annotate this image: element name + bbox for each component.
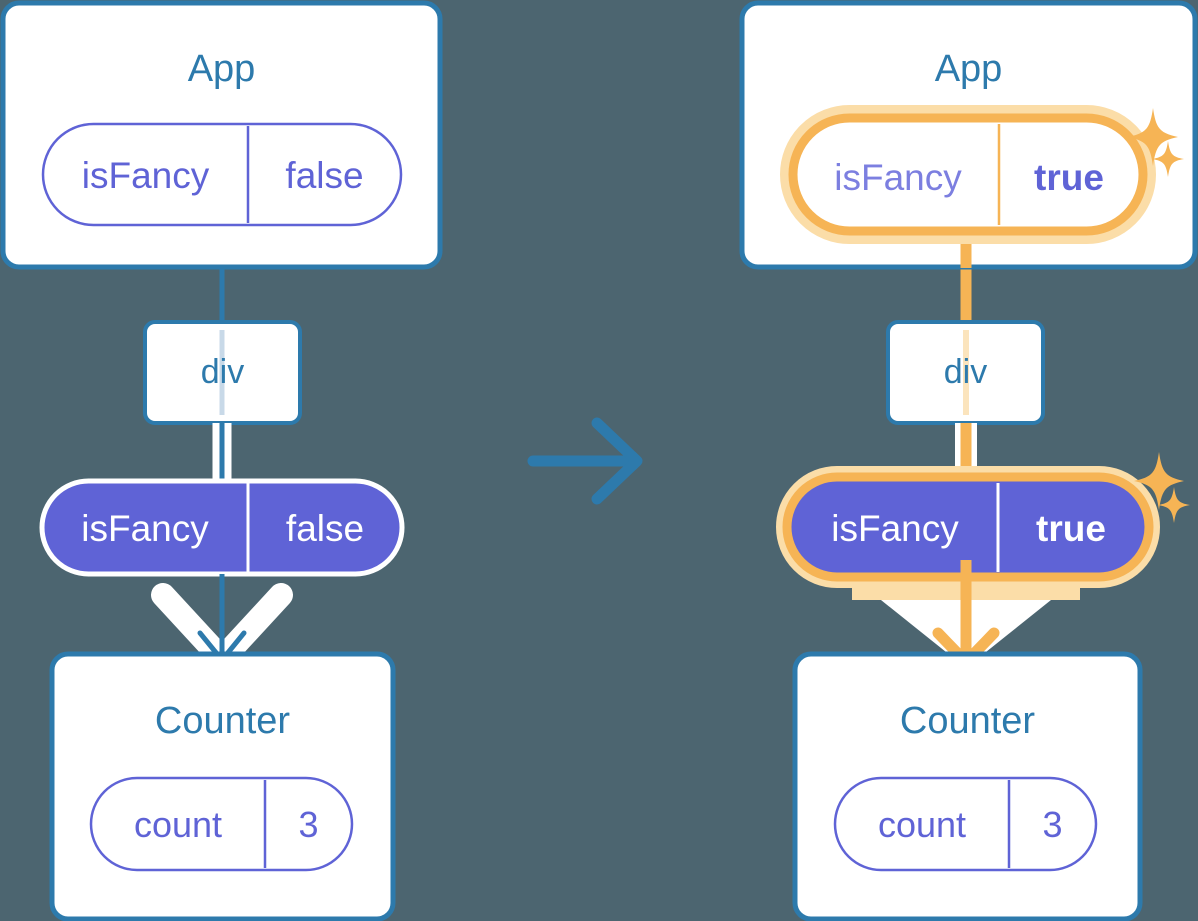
counter-title-right: Counter — [899, 700, 1036, 742]
sparkle-icon — [1128, 108, 1178, 166]
counter-state-pill-right-name: count — [877, 804, 967, 845]
state-pill-right — [788, 113, 1148, 236]
prop-pill-left-name: isFancy — [81, 508, 209, 549]
prop-pill-right-name: isFancy — [831, 508, 959, 549]
state-pill-right-glow — [780, 105, 1156, 244]
prop-pill-right-value: true — [1036, 508, 1106, 549]
state-pill-right-name: isFancy — [834, 157, 962, 198]
sparkle-icon — [1134, 452, 1184, 510]
state-pill-left — [41, 122, 403, 227]
div-label-right: div — [943, 353, 988, 391]
prop-pill-left-value: false — [285, 508, 365, 549]
sparkle-icon — [1152, 141, 1184, 177]
div-label-left: div — [200, 353, 245, 391]
counter-title-left: Counter — [154, 700, 291, 742]
app-title-right: App — [934, 48, 1003, 90]
counter-state-pill-right — [833, 776, 1098, 872]
state-pill-left-name: isFancy — [81, 155, 210, 196]
app-title-left: App — [187, 48, 256, 90]
state-pill-right-value: true — [1034, 157, 1104, 198]
state-pill-left-value: false — [285, 155, 364, 196]
sparkle-icon — [1158, 487, 1190, 523]
counter-state-pill-left-name: count — [133, 804, 223, 845]
counter-state-pill-right-value: 3 — [1042, 804, 1063, 845]
counter-state-pill-left-value: 3 — [298, 804, 319, 845]
arrow-right-icon — [527, 417, 643, 505]
counter-state-pill-left — [89, 776, 354, 872]
